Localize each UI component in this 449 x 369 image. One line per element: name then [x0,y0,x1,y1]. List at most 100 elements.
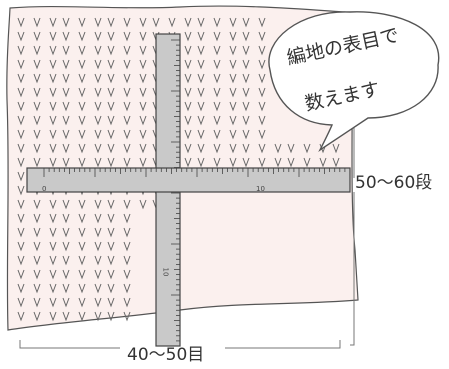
stitch-mark [33,311,41,322]
stitch-mark [33,241,41,252]
stitch-mark [49,297,57,308]
stitch-mark [33,17,41,28]
stitch-mark [184,73,192,84]
stitch-mark [62,129,70,140]
stitch-mark [78,17,86,28]
stitch-mark [107,241,115,252]
stitch-mark [78,73,86,84]
rows-measurement-label: 50～60段 [355,173,433,193]
stitch-mark [17,227,25,238]
stitch-mark [62,199,70,210]
stitch-mark [139,157,147,168]
stitch-mark [78,269,86,280]
stitch-mark [229,17,237,28]
stitch-mark [62,73,70,84]
stitch-mark [242,73,250,84]
stitch-mark [242,17,250,28]
stitch-mark [107,311,115,322]
stitch-mark [123,227,131,238]
ruler-mark-10: 10 [256,185,265,193]
stitch-mark [94,227,102,238]
stitch-mark [123,17,131,28]
stitch-mark [123,213,131,224]
stitch-mark [139,101,147,112]
stitch-mark [213,157,221,168]
stitch-mark [107,59,115,70]
stitch-mark [62,227,70,238]
stitch-mark [17,87,25,98]
stitch-mark [197,129,205,140]
stitch-mark [33,297,41,308]
stitch-mark [184,17,192,28]
stitch-mark [139,115,147,126]
stitches-measurement-label: 40～50目 [127,345,205,365]
stitch-mark [94,255,102,266]
stitch-mark [197,17,205,28]
stitch-mark [33,199,41,210]
stitch-mark [33,129,41,140]
stitch-mark [229,59,237,70]
stitch-mark [107,283,115,294]
stitch-mark [17,241,25,252]
stitch-mark [184,59,192,70]
stitch-mark [197,31,205,42]
stitch-mark [213,45,221,56]
stitch-mark [258,129,266,140]
stitch-mark [62,59,70,70]
stitch-mark [258,59,266,70]
stitch-mark [17,101,25,112]
stitch-mark [213,129,221,140]
stitch-mark [78,101,86,112]
stitch-mark [94,115,102,126]
stitch-mark [258,31,266,42]
stitch-mark [33,283,41,294]
stitch-mark [242,87,250,98]
stitch-mark [62,101,70,112]
stitch-mark [94,143,102,154]
stitch-mark [33,255,41,266]
stitch-mark [62,255,70,266]
stitch-mark [303,143,311,154]
stitch-mark [123,297,131,308]
stitch-mark [78,87,86,98]
stitch-mark [94,101,102,112]
stitch-mark [184,31,192,42]
stitch-mark [94,157,102,168]
stitch-mark [139,59,147,70]
stitch-mark [17,45,25,56]
stitch-mark [78,129,86,140]
stitch-mark [62,311,70,322]
stitch-mark [49,129,57,140]
stitch-mark [78,31,86,42]
stitch-mark [242,157,250,168]
stitch-mark [78,59,86,70]
stitch-mark [78,157,86,168]
stitch-mark [184,87,192,98]
stitch-mark [213,143,221,154]
stitch-mark [197,157,205,168]
stitch-mark [33,59,41,70]
stitch-mark [197,115,205,126]
stitch-mark [107,129,115,140]
stitch-mark [94,283,102,294]
stitch-mark [213,101,221,112]
stitch-mark [213,59,221,70]
stitch-mark [197,101,205,112]
stitch-mark [229,31,237,42]
stitch-mark [17,283,25,294]
stitch-mark [94,59,102,70]
stitch-mark [258,143,266,154]
stitch-mark [229,157,237,168]
stitch-mark [213,73,221,84]
stitch-mark [94,31,102,42]
stitch-mark [94,199,102,210]
stitch-mark [123,157,131,168]
stitch-mark [123,87,131,98]
stitch-mark [184,143,192,154]
stitch-mark [274,143,282,154]
stitch-mark [107,101,115,112]
stitch-mark [17,213,25,224]
stitch-mark [229,73,237,84]
stitch-mark [213,87,221,98]
